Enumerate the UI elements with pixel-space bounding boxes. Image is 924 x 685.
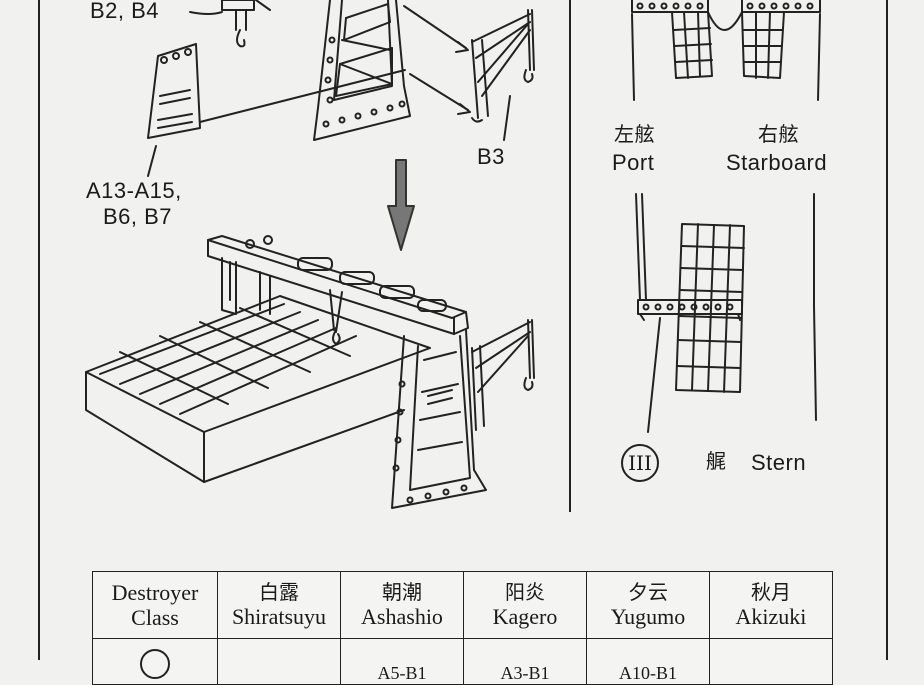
arrow-down-icon — [388, 160, 414, 250]
table-cell — [217, 638, 341, 685]
label-stern-en: Stern — [751, 450, 807, 475]
hook-part-b2-b4 — [190, 0, 270, 46]
row-marker-cell — [92, 638, 218, 685]
table-cell: A10-B1 — [586, 638, 710, 685]
deck-box — [86, 296, 430, 482]
label-starboard-jp: 右舷 — [758, 122, 799, 146]
header-destroyer-class: Destroyer Class — [92, 571, 218, 639]
plate-part-a13 — [148, 44, 405, 176]
header-class-kagero: 阳炎 Kagero — [463, 571, 587, 639]
label-starboard-en: Starboard — [726, 150, 828, 175]
label-a13-a15: A13-A15, — [86, 178, 182, 203]
table-cell: A5-B1 — [340, 638, 464, 685]
left-border — [38, 0, 40, 660]
destroyer-class-table: Destroyer Class 白露 Shiratsuyu 朝潮 Ashashi… — [92, 571, 833, 685]
table-header-row: Destroyer Class 白露 Shiratsuyu 朝潮 Ashashi… — [92, 571, 833, 639]
table-cell — [709, 638, 833, 685]
header-class-akizuki: 秋月 Akizuki — [709, 571, 833, 639]
gantry-beam — [208, 236, 468, 344]
circle-marker-icon — [140, 649, 170, 679]
crane-assembled — [472, 320, 534, 430]
right-border — [886, 0, 888, 660]
assembly-diagram — [0, 0, 924, 660]
label-b2-b4: B2, B4 — [90, 0, 160, 23]
label-b3: B3 — [477, 144, 505, 169]
tower-leg-part — [314, 0, 470, 140]
label-port-jp: 左舷 — [614, 122, 655, 146]
label-stern-jp: 艉 — [706, 449, 727, 473]
label-b6-b7: B6, B7 — [103, 204, 173, 229]
table-row: A5-B1 A3-B1 A10-B1 — [92, 638, 833, 685]
stern-grid — [636, 194, 816, 432]
crane-part-b3 — [472, 10, 534, 140]
table-cell: A3-B1 — [463, 638, 587, 685]
header-class-ashashio: 朝潮 Ashashio — [340, 571, 464, 639]
column-divider — [569, 0, 571, 512]
top-grid-pair — [632, 0, 820, 100]
label-port-en: Port — [612, 150, 655, 175]
section-marker-iii: III — [621, 444, 659, 482]
header-class-shiratsuyu: 白露 Shiratsuyu — [217, 571, 341, 639]
gantry-leg — [392, 330, 486, 508]
header-class-yugumo: 夕云 Yugumo — [586, 571, 710, 639]
